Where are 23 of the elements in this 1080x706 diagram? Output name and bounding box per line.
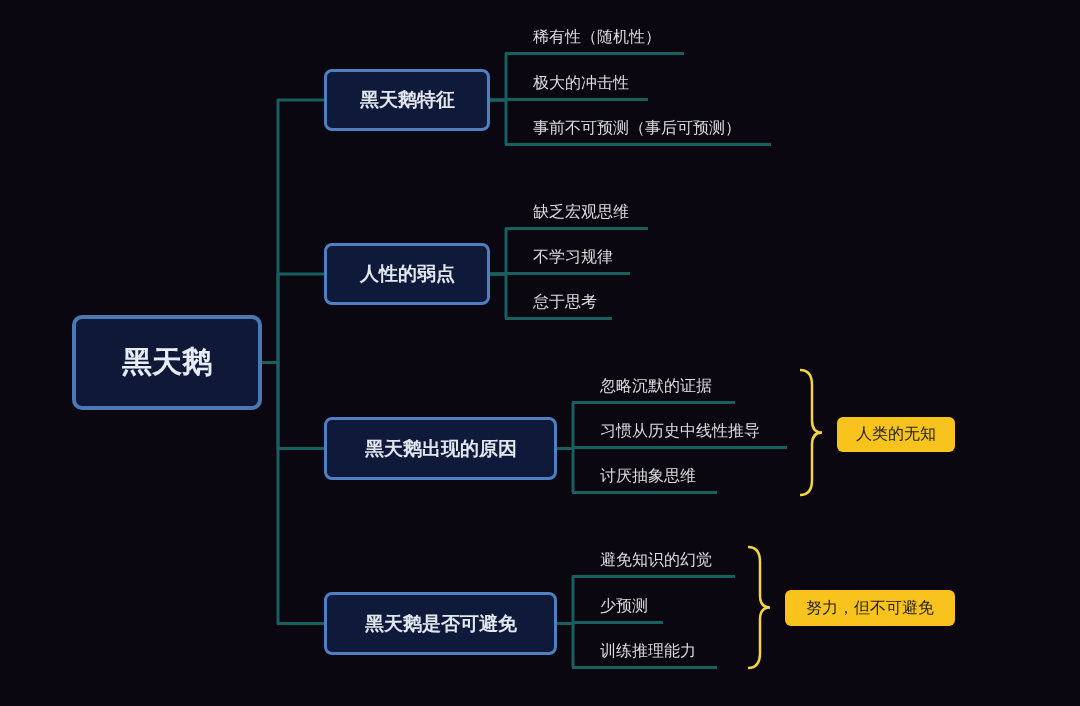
central-topic-box: 黑天鹅	[72, 315, 262, 410]
summary-tag: 努力，但不可避免	[785, 590, 955, 626]
connector-line	[557, 447, 575, 494]
subtopic-text: 极大的冲击性	[505, 69, 648, 101]
subtopic-text: 稀有性（随机性）	[505, 23, 684, 55]
connector-line	[557, 622, 575, 669]
subtopic-text: 怠于思考	[505, 288, 612, 320]
topic-box: 人性的弱点	[324, 243, 490, 305]
subtopic-text: 训练推理能力	[572, 637, 717, 669]
subtopic-text: 少预测	[572, 592, 663, 624]
connector-line	[490, 272, 508, 320]
summary-tag: 人类的无知	[837, 417, 955, 452]
topic-box: 黑天鹅特征	[324, 69, 490, 131]
topic-box: 黑天鹅是否可避免	[324, 592, 557, 655]
subtopic-text: 避免知识的幻觉	[572, 546, 735, 578]
subtopic-text: 事前不可预测（事后可预测）	[505, 114, 771, 146]
subtopic-text: 缺乏宏观思维	[505, 198, 648, 230]
connector-line	[490, 98, 508, 146]
subtopic-text: 讨厌抽象思维	[572, 462, 717, 494]
topic-box: 黑天鹅出现的原因	[324, 417, 557, 480]
subtopic-text: 忽略沉默的证据	[572, 372, 735, 404]
subtopic-text: 不学习规律	[505, 243, 630, 275]
subtopic-text: 习惯从历史中线性推导	[572, 417, 787, 449]
